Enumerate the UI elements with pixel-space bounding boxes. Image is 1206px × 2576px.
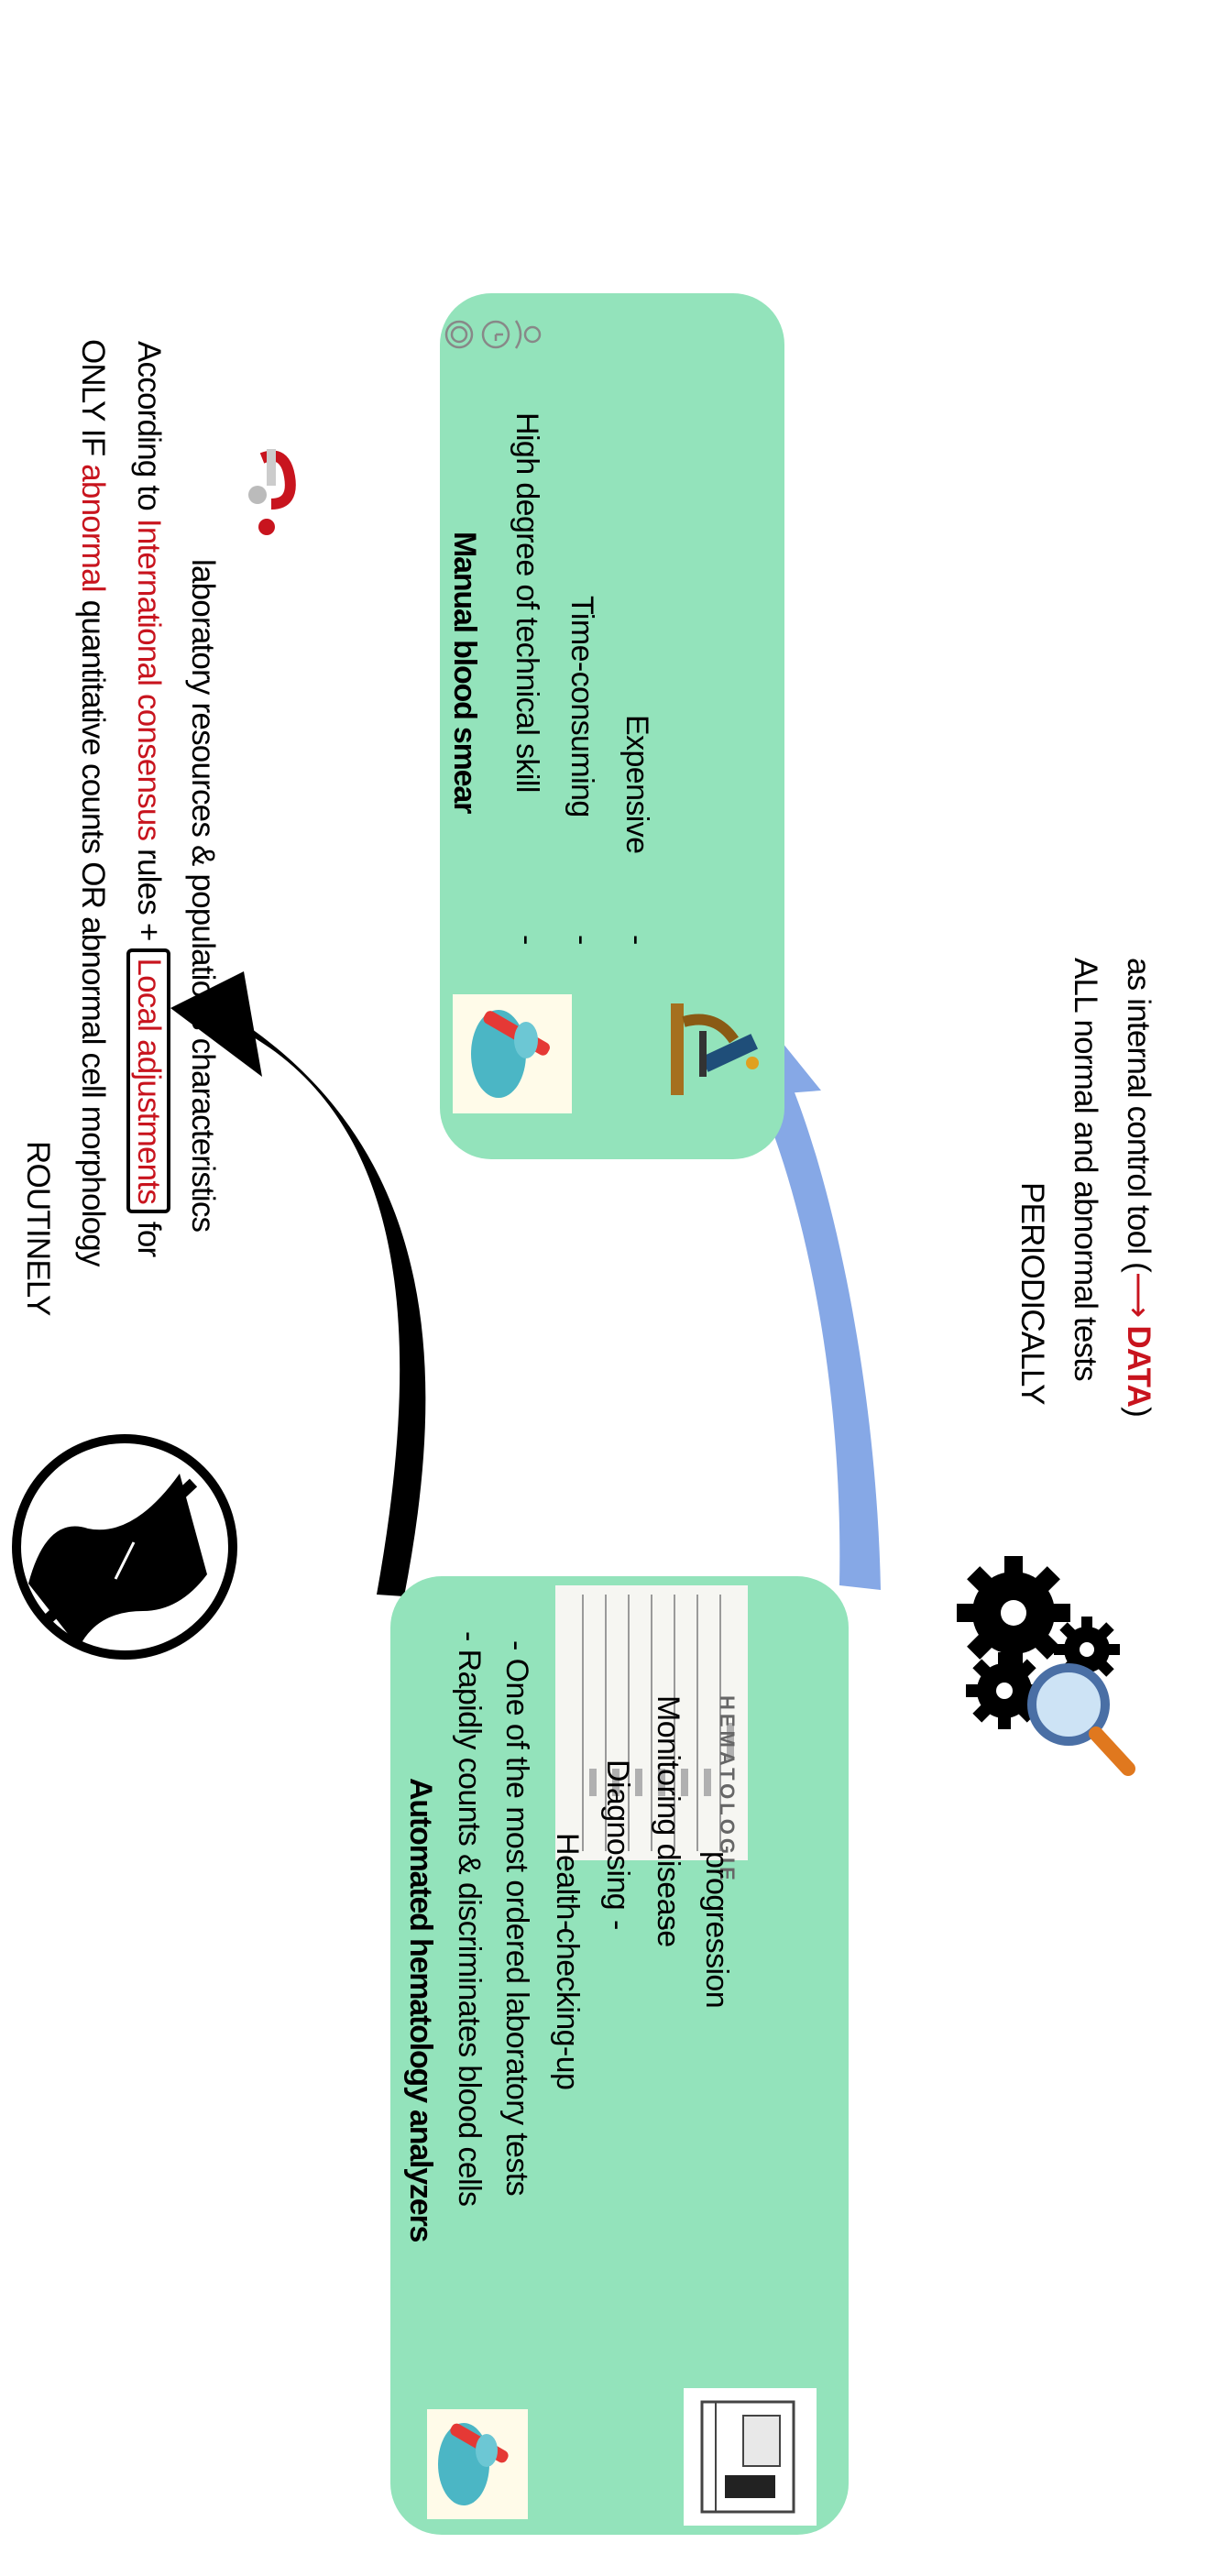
left-item-diagnosing: Diagnosing — [600, 1759, 635, 1911]
left-item-health: Health checking-up — [550, 1833, 585, 2090]
periodically-line3-prefix: as internal control tool ( — [1121, 958, 1157, 1272]
right-bullet-3: - — [619, 935, 654, 945]
routinely-line2-suffix: quantitative counts OR abnormal cell mor… — [75, 591, 111, 1266]
microscope-icon — [671, 1003, 759, 1095]
right-box-title: Manual blood smear — [447, 532, 482, 814]
periodically-line-3: as internal control tool (⟶ DATA) — [1120, 958, 1157, 1417]
question-figure-icon — [248, 449, 296, 535]
analyzer-machine-icon — [684, 2388, 817, 2526]
periodically-heading: PERIODICALLY — [1014, 1182, 1050, 1405]
routinely-heading: ROUTINELY — [20, 1141, 56, 1316]
black-arrowhead — [170, 971, 262, 1077]
local-adjustments-box: Local adjustments — [126, 948, 170, 1213]
routinely-line3-mid: rules + — [131, 840, 167, 949]
left-item-progression: progression — [699, 1851, 734, 2009]
periodically-data-red: DATA — [1121, 1317, 1157, 1408]
periodically-line-2: ALL normal and abnormal tests — [1068, 958, 1103, 1381]
data-arrow: ⟶ — [1121, 1272, 1157, 1318]
blood-tube-hand-icon — [427, 2409, 528, 2519]
periodically-line3-suffix: ) — [1121, 1407, 1157, 1417]
right-blood-tube-hand-icon — [453, 994, 572, 1113]
left-item-monitoring: Monitoring disease — [651, 1695, 685, 1947]
routinely-line-4: laboratory resources & populations chara… — [185, 559, 221, 1233]
routinely-line3-red: International consensus — [131, 518, 167, 841]
left-box-title: Automated hematology analyzers — [403, 1778, 438, 2242]
lab-report-icon — [555, 1585, 748, 1860]
routinely-line-3: According to International consensus rul… — [126, 341, 170, 1256]
no-eye-icon — [12, 1434, 237, 1660]
routinely-line-2: ONLY IF abnormal quantitative counts OR … — [74, 339, 111, 1266]
left-box-line-1: - Rapidly counts & discriminates blood c… — [452, 1631, 487, 2207]
right-bullet-2: - — [565, 935, 599, 945]
black-curved-arrow — [230, 1017, 426, 1596]
right-item-skill: High degree of technical skill — [510, 412, 544, 793]
gears-magnifier-icon — [957, 1556, 1135, 1776]
routinely-line3-suffix: for — [131, 1212, 167, 1257]
left-bullet-2: - — [600, 1920, 635, 1930]
right-bullet-1: - — [510, 935, 544, 945]
right-item-expensive: Expensive — [619, 715, 654, 854]
person-clock-coin-icon — [444, 320, 542, 349]
blue-curved-arrow — [739, 1049, 881, 1590]
routinely-line2-red: abnormal — [75, 464, 111, 592]
routinely-line2-prefix: ONLY IF — [75, 339, 111, 465]
right-item-time: Time-consuming — [565, 596, 599, 817]
left-box-line-2: - One of the most ordered laboratory tes… — [499, 1640, 534, 2196]
routinely-line3-prefix: According to — [131, 341, 167, 519]
